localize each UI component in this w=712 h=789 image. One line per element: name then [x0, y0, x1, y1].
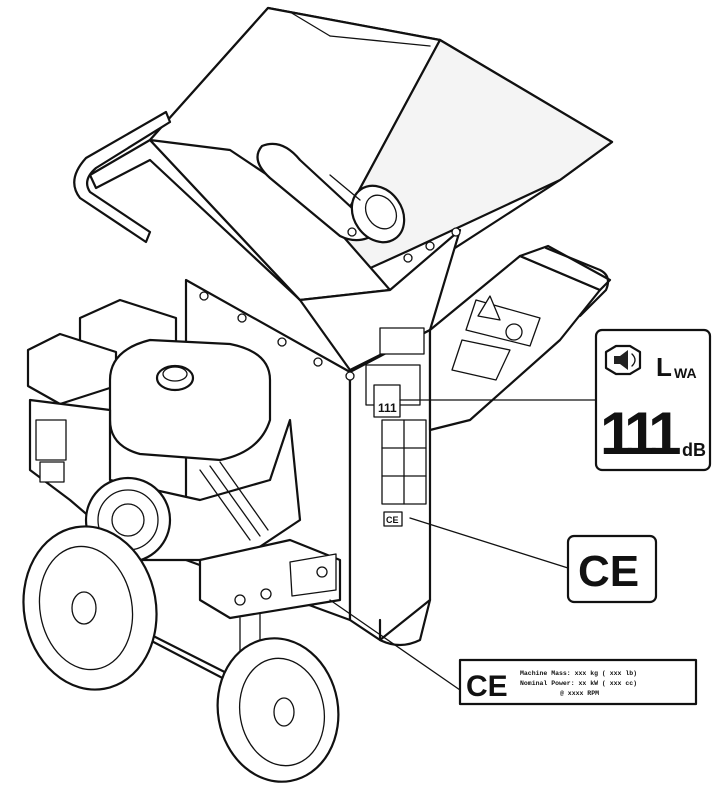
ce-mark-callout: CE — [566, 534, 658, 604]
left-wheel — [22, 525, 158, 691]
sound-unit: dB — [682, 440, 706, 460]
sound-value: 111 — [600, 400, 680, 467]
sound-power-callout: L WA 111 dB — [594, 328, 712, 472]
ce-label-frame — [566, 534, 658, 604]
small-ce-decal — [383, 511, 403, 527]
hopper-bolts — [347, 227, 461, 263]
right-wheel — [216, 637, 340, 783]
discharge-chute — [428, 244, 612, 432]
rating-plate-frame — [458, 658, 698, 706]
ce-mark: CE — [578, 547, 639, 596]
rating-plate-ce: CE — [466, 670, 508, 703]
small-ce-mark: CE — [386, 515, 399, 525]
small-sound-decal — [373, 384, 401, 418]
rating-plate-line2: Nominal Power: xx kW ( xxx cc) — [520, 680, 637, 687]
sound-symbol-subscript: WA — [674, 365, 697, 381]
speaker-icon — [604, 344, 642, 376]
body-decals: 111 CE — [373, 384, 427, 527]
rating-plate-line1: Machine Mass: xxx kg ( xxx lb) — [520, 670, 637, 677]
sound-symbol-l: L — [656, 352, 672, 382]
engine-mount — [198, 538, 342, 620]
small-sound-value: 111 — [378, 401, 397, 415]
leader-lines — [329, 399, 597, 691]
engine — [26, 298, 302, 564]
discharge-tube — [256, 142, 406, 244]
rating-plate-callout: CE Machine Mass: xxx kg ( xxx lb) Nomina… — [458, 658, 698, 706]
rating-plate-line3: @ xxxx RPM — [560, 690, 599, 697]
